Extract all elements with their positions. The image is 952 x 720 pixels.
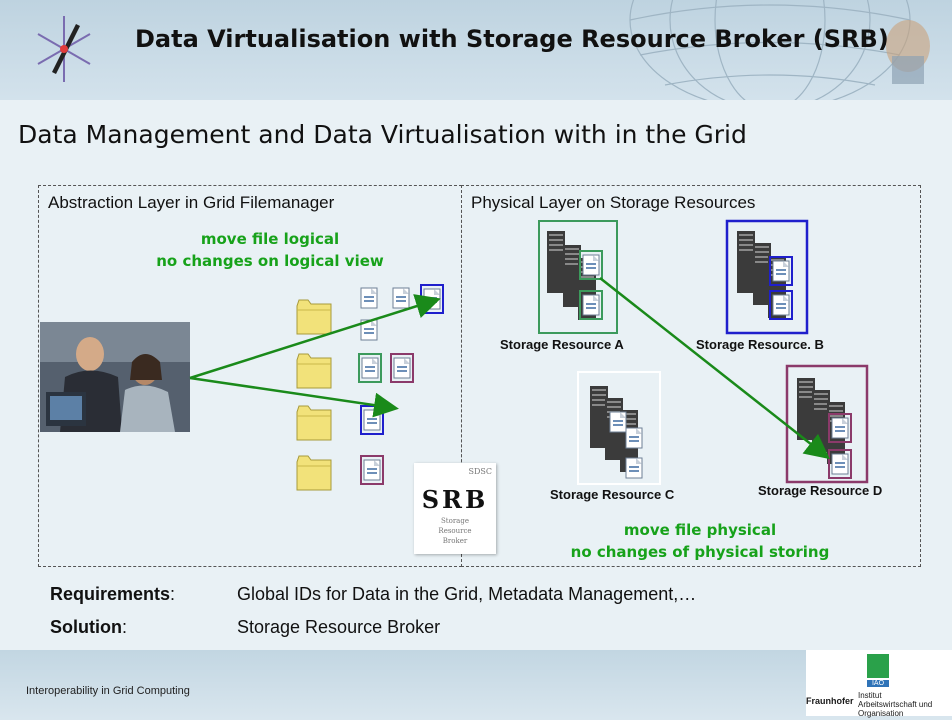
iao-label: IAO	[867, 680, 889, 687]
iao-logo-icon	[867, 654, 889, 678]
requirements-label: Requirements	[50, 584, 171, 604]
footer-bar: Interoperability in Grid Computing	[0, 650, 952, 720]
storage-c-label: Storage Resource C	[550, 487, 675, 502]
requirements-row: Requirements:	[50, 584, 175, 605]
user-photo	[40, 322, 190, 432]
institute-name: Institut Arbeitswirtschaft und Organisat…	[858, 691, 933, 718]
physical-move-note-line2: no changes of physical storing	[570, 543, 830, 561]
storage-b-label: Storage Resource. B	[696, 337, 824, 352]
logical-move-note-line2: no changes on logical view	[156, 252, 384, 270]
globe-decoration	[629, 0, 911, 100]
footer-text: Interoperability in Grid Computing	[26, 685, 190, 697]
srb-logo-sdsc: SDSC	[468, 467, 493, 476]
subtitle: Data Management and Data Virtualisation …	[18, 120, 747, 149]
figure-decoration	[886, 20, 930, 84]
physical-move-note: move file physical no changes of physica…	[520, 519, 880, 563]
srb-logo-sub: Storage Resource Broker	[438, 517, 472, 545]
requirements-text: Global IDs for Data in the Grid, Metadat…	[237, 584, 697, 604]
header-banner: Data Virtualisation with Storage Resourc…	[0, 0, 952, 100]
slide-title: Data Virtualisation with Storage Resourc…	[135, 25, 889, 53]
storage-d-label: Storage Resource D	[758, 483, 883, 498]
requirements-colon: :	[170, 584, 176, 604]
logical-move-note-line1: move file logical	[200, 230, 340, 248]
physical-layer-box	[461, 185, 921, 567]
physical-move-note-line1: move file physical	[623, 521, 777, 539]
solution-colon: :	[121, 617, 127, 637]
fraunhofer-logo: IAO Fraunhofer Institut Arbeitswirtschaf…	[806, 650, 952, 718]
srb-logo: SDSC SRB Storage Resource Broker	[414, 463, 496, 554]
solution-row: Solution:	[50, 617, 127, 638]
abstraction-layer-label: Abstraction Layer in Grid Filemanager	[48, 193, 335, 212]
compass-star-icon	[37, 16, 91, 82]
storage-a-label: Storage Resource A	[500, 337, 624, 352]
srb-logo-main: SRB	[421, 485, 489, 514]
solution-label: Solution	[50, 617, 122, 637]
logical-move-note: move file logical no changes on logical …	[110, 228, 430, 272]
fraunhofer-wordmark: Fraunhofer	[806, 696, 854, 706]
physical-layer-label: Physical Layer on Storage Resources	[471, 193, 756, 212]
solution-text: Storage Resource Broker	[237, 617, 441, 637]
